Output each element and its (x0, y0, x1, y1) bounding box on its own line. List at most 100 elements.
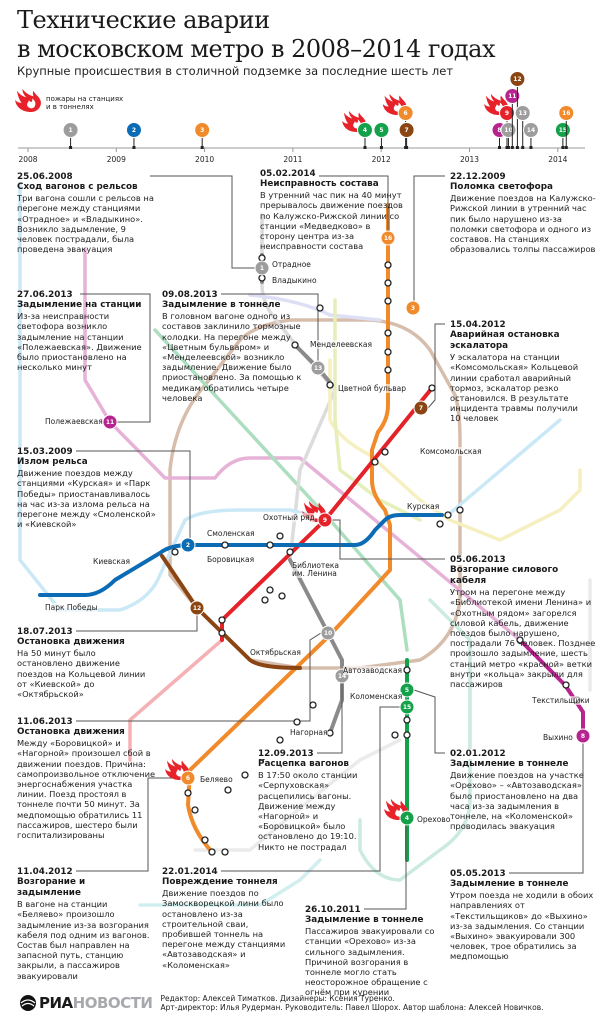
station-dot (381, 448, 389, 456)
station-dot (456, 506, 464, 514)
timeline-marker-1[interactable]: 1 (62, 122, 79, 150)
timeline-marker-number: 9 (505, 110, 509, 117)
year-label: 2011 (283, 155, 302, 164)
timeline-marker-5[interactable]: 5 (373, 122, 390, 150)
station-dot (384, 261, 392, 269)
station-kolomenskaya: Коломенская (350, 692, 403, 701)
station-dot (258, 254, 266, 262)
station-okhotny-ryad: Охотный ряд (263, 513, 315, 522)
timeline-marker-14[interactable]: 14 (522, 122, 539, 150)
station-dot (224, 786, 232, 794)
map-marker-1[interactable]: 1 (254, 260, 270, 276)
station-dot (384, 297, 392, 305)
timeline-marker-number: 2 (132, 127, 136, 134)
map-marker-8[interactable]: 8 (575, 728, 591, 744)
map-marker-number: 7 (419, 405, 423, 412)
map-marker-number: 12 (193, 605, 201, 612)
station-smolenskaya: Смоленская (207, 529, 255, 538)
station-dot (258, 274, 266, 282)
station-oktyabrskaya: Октябрьская (250, 648, 301, 657)
timeline-marker-6[interactable]: 6 (382, 93, 414, 149)
year-label: 2008 (18, 155, 37, 164)
year-label: 2012 (372, 155, 391, 164)
map-marker-2[interactable]: 2 (180, 537, 196, 553)
station-dot (266, 541, 274, 549)
station-dot (436, 520, 444, 528)
station-dot (191, 806, 199, 814)
map-marker-number: 1 (260, 265, 264, 272)
timeline-marker-16[interactable]: 16 (558, 105, 575, 150)
map-marker-number: 3 (411, 305, 415, 312)
map-marker-11[interactable]: 11 (102, 414, 118, 430)
station-dot (286, 548, 294, 556)
map-marker-4[interactable]: 4 (384, 798, 415, 826)
map-marker-number: 15 (403, 704, 411, 711)
ria-globe-icon (20, 995, 36, 1011)
station-dot (391, 731, 399, 739)
timeline-marker-number: 1 (68, 127, 72, 134)
station-dot (241, 771, 249, 779)
map-marker-number: 2 (186, 542, 190, 549)
station-vladykino: Владыкино (272, 276, 317, 285)
map-marker-number: 10 (324, 630, 332, 637)
timeline-marker-number: 8 (497, 127, 501, 134)
timeline-marker-number: 6 (404, 110, 408, 117)
station-dot (184, 789, 192, 797)
timeline-marker-10[interactable]: 10 (500, 122, 517, 150)
timeline-marker-13[interactable]: 13 (514, 105, 531, 150)
year-label: 2013 (460, 155, 479, 164)
red-line (220, 386, 434, 642)
map-marker-number: 5 (405, 687, 409, 694)
map-marker-15[interactable]: 15 (399, 699, 415, 715)
station-belyaevo: Беляево (200, 775, 233, 784)
station-dot (266, 586, 274, 594)
timeline-marker-number: 13 (519, 110, 527, 117)
station-dot (316, 304, 324, 312)
station-dot (218, 629, 226, 637)
station-dot (221, 848, 229, 856)
station-polezhaevskaya: Полежаевская (45, 417, 103, 426)
station-komsomolskaya: Комсомольская (420, 447, 482, 456)
map-marker-number: 13 (314, 365, 322, 372)
station-dot (403, 716, 411, 724)
timeline-marker-number: 16 (562, 110, 570, 117)
map-marker-6[interactable]: 6 (165, 758, 196, 786)
station-dot (218, 616, 226, 624)
fire-icon (384, 798, 408, 820)
map-marker-12[interactable]: 12 (189, 600, 205, 616)
timeline-marker-11[interactable]: 11 (504, 88, 521, 150)
map-marker-number: 6 (186, 775, 190, 782)
credits: Редактор: Алексей Тиматков. Дизайнеры: К… (160, 994, 544, 1012)
timeline-marker-12[interactable]: 12 (509, 71, 526, 150)
map-marker-13[interactable]: 13 (310, 360, 326, 376)
map-marker-number: 9 (323, 517, 327, 524)
page-subtitle: Крупные происшествия в столичной подземк… (17, 64, 454, 78)
map-marker-7[interactable]: 7 (413, 400, 429, 416)
station-dot (293, 718, 301, 726)
timeline-marker-3[interactable]: 3 (194, 122, 211, 150)
map-marker-3[interactable]: 3 (405, 300, 421, 316)
timeline-marker-4[interactable]: 4 (342, 110, 373, 149)
timeline-marker-2[interactable]: 2 (125, 122, 142, 150)
timeline-marker-7[interactable]: 7 (398, 122, 415, 150)
station-dot (384, 348, 392, 356)
timeline-marker-number: 4 (363, 127, 367, 134)
map-marker-10[interactable]: 10 (320, 625, 336, 641)
station-dot (384, 329, 392, 337)
timeline-marker-15[interactable]: 15 (554, 122, 571, 150)
